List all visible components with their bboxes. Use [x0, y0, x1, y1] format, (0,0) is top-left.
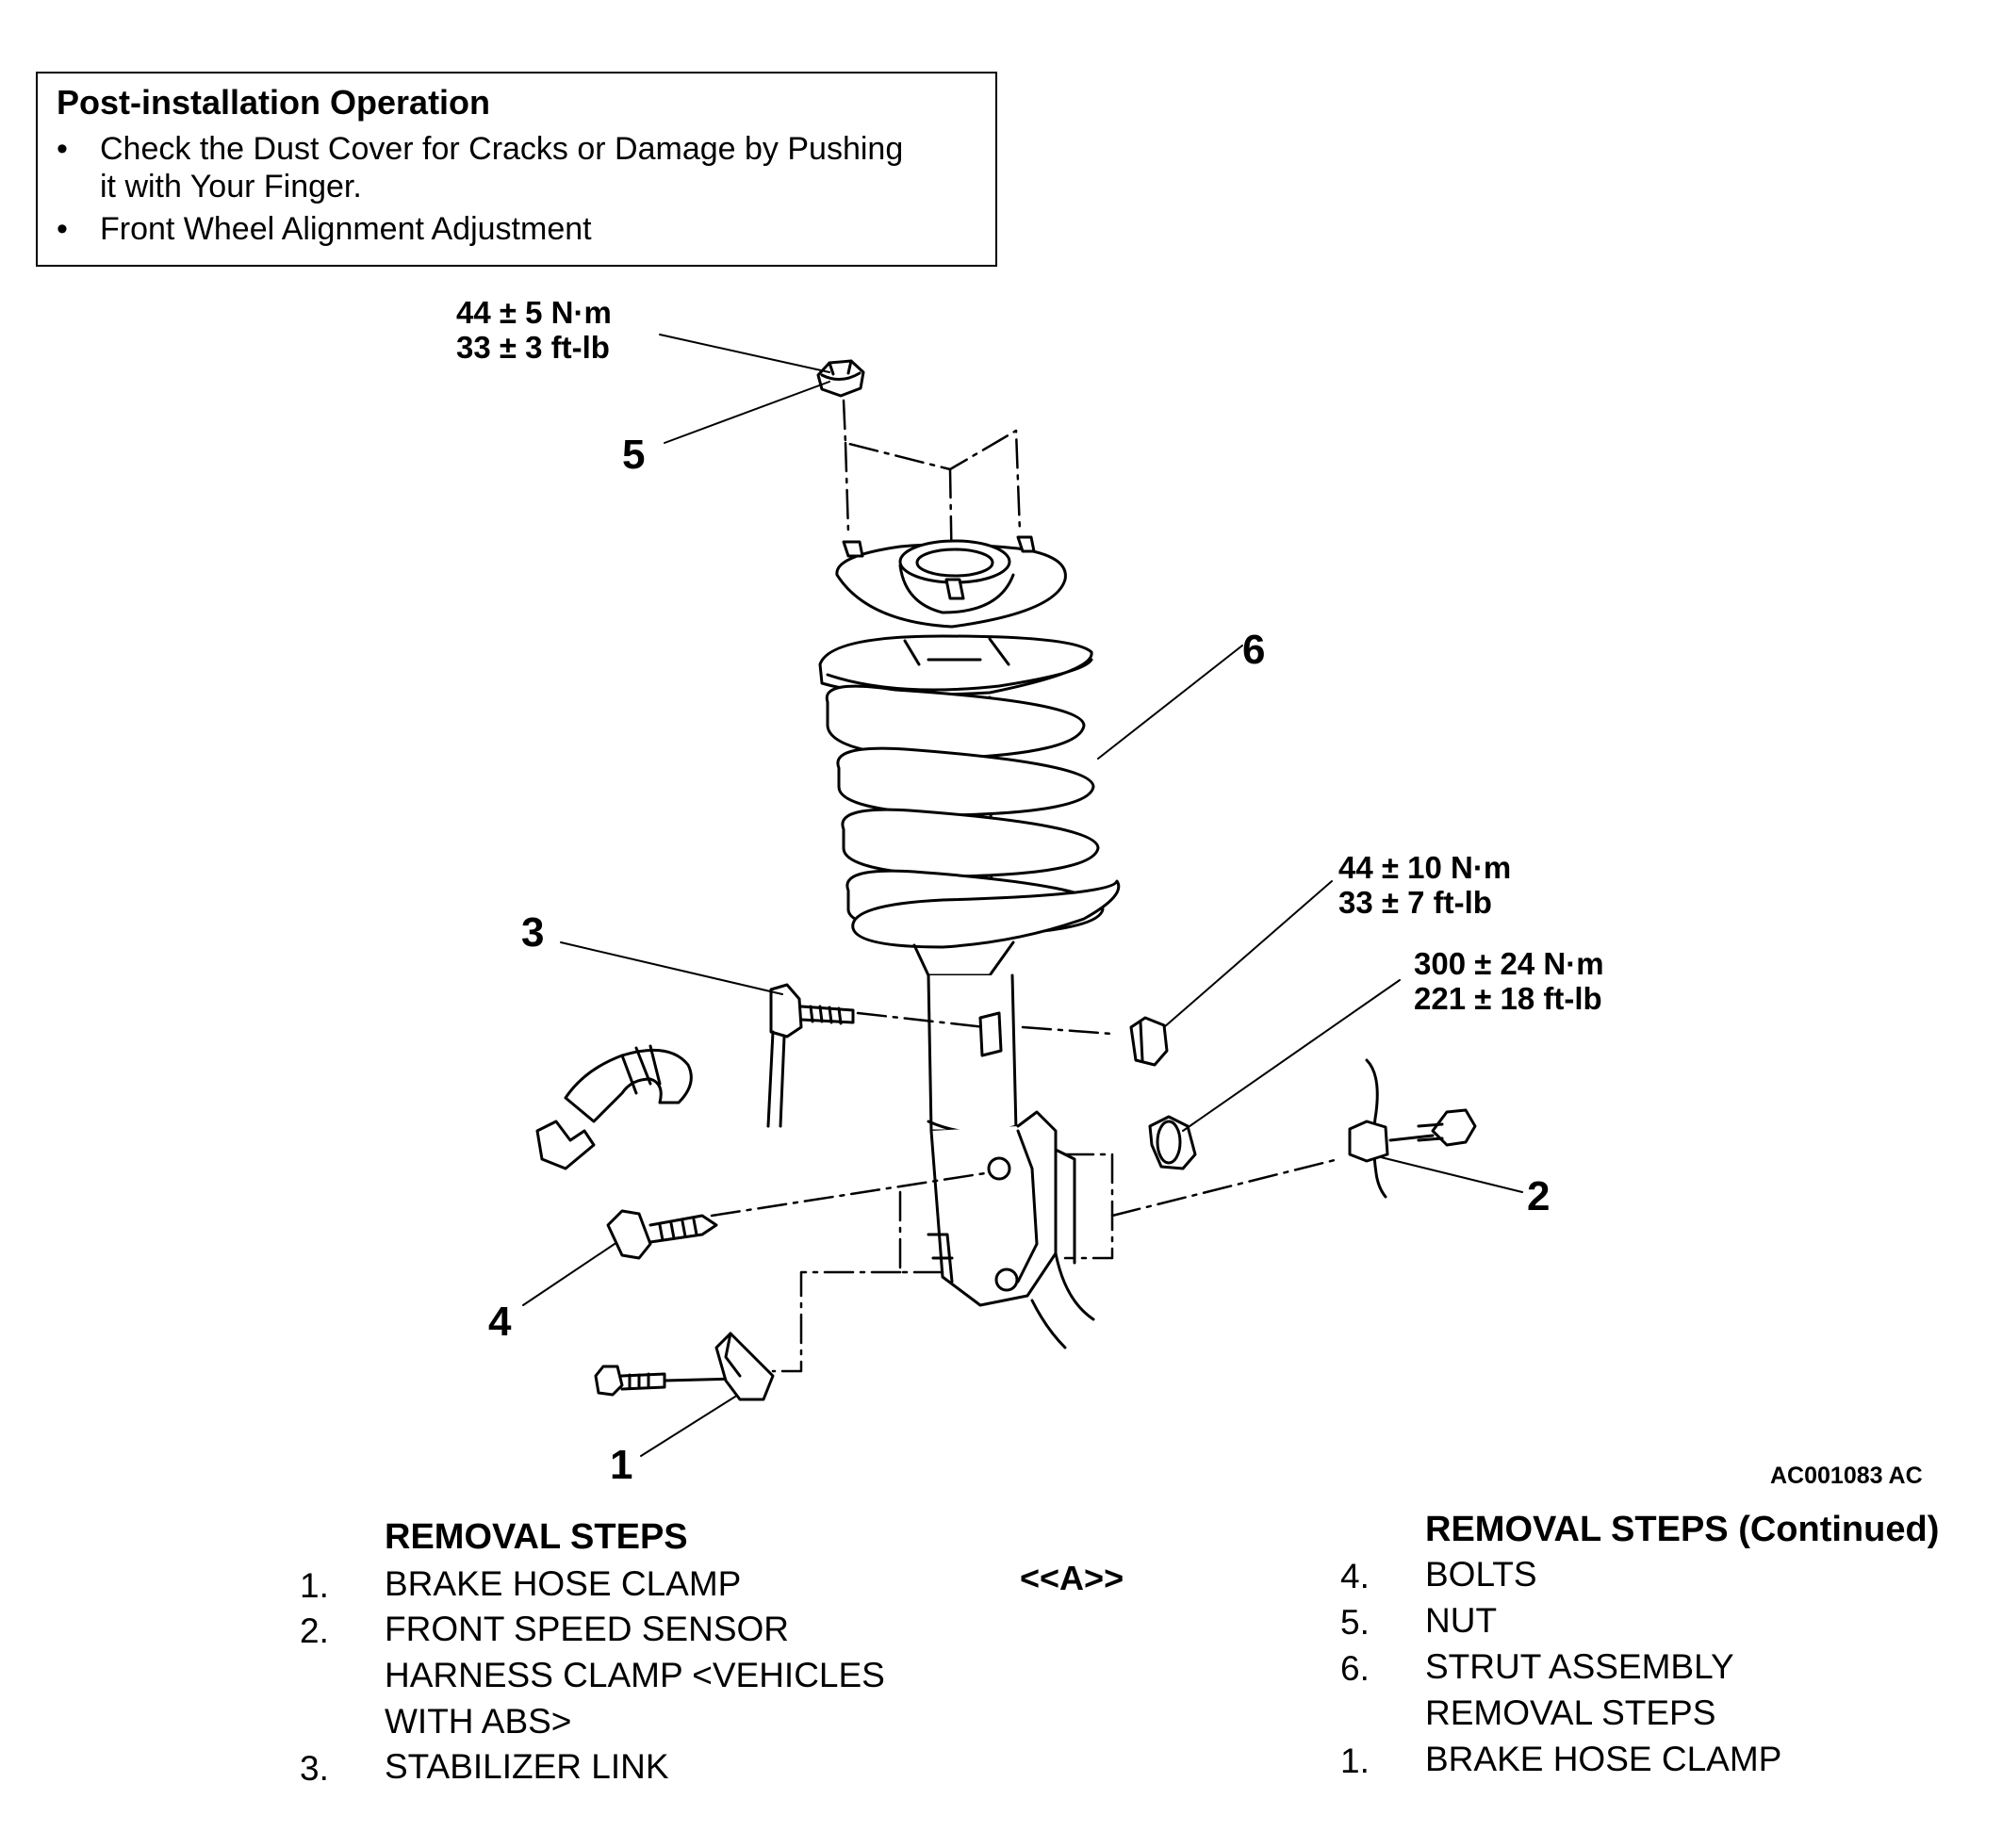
step-text: FRONT SPEED SENSOR HARNESS CLAMP <VEHICL…: [385, 1610, 885, 1741]
clamp-bolt: [594, 1365, 737, 1397]
strut-body: [927, 973, 1095, 1349]
figure-code: AC001083 AC: [1770, 1463, 1923, 1489]
upper-mount: [835, 535, 1067, 629]
callout-1: 1: [610, 1442, 633, 1488]
callout-4: 4: [488, 1299, 512, 1345]
stabilizer-link: [766, 983, 855, 1128]
torque-label-nut: 44 ± 5 N·m 33 ± 3 ft-lb: [456, 295, 612, 365]
torque-label-mid: 44 ± 10 N·m 33 ± 7 ft-lb: [1338, 850, 1511, 920]
torque-ftlb: 221 ± 18 ft-lb: [1414, 981, 1602, 1016]
torque-label-lower: 300 ± 24 N·m 221 ± 18 ft-lb: [1414, 946, 1604, 1016]
step-number: 1.: [300, 1566, 329, 1605]
hose-clamp: [714, 1332, 775, 1401]
bolt-guide-lines: [710, 1011, 1340, 1373]
callout-3: 3: [521, 909, 545, 956]
procedure-marker: <<A>>: [1020, 1559, 1124, 1597]
step-text: BRAKE HOSE CLAMP: [385, 1564, 742, 1603]
step-number: 5.: [1340, 1603, 1370, 1642]
post-installation-title: Post-installation Operation: [57, 83, 491, 122]
removal-steps-continued-title: REMOVAL STEPS (Continued): [1425, 1510, 1940, 1549]
flange-nut-upper: [1129, 1016, 1169, 1067]
step-number: 1.: [1340, 1742, 1370, 1780]
torque-nm: 300 ± 24 N·m: [1414, 946, 1604, 981]
post-item-2-line-1: Front Wheel Alignment Adjustment: [100, 211, 592, 247]
step-number: 6.: [1340, 1649, 1370, 1688]
step-text: STABILIZER LINK: [385, 1747, 669, 1786]
step-text: STRUT ASSEMBLY REMOVAL STEPS: [1425, 1647, 1734, 1732]
leader-lines: [522, 334, 1523, 1457]
callout-6: 6: [1242, 627, 1266, 673]
removal-steps-title: REMOVAL STEPS: [385, 1517, 688, 1557]
torque-ftlb: 33 ± 7 ft-lb: [1338, 885, 1492, 920]
callout-2: 2: [1527, 1173, 1551, 1219]
flange-nut-lower: [1148, 1115, 1197, 1170]
post-installation-box: Post-installation Operation • Check the …: [36, 72, 997, 267]
step-text: BOLTS: [1425, 1555, 1537, 1594]
bolt-part: [606, 1209, 718, 1260]
step-text: NUT: [1425, 1601, 1498, 1640]
step-number: 3.: [300, 1749, 329, 1788]
nut-part: [816, 359, 865, 398]
brake-hose: [535, 1044, 693, 1170]
bullet-icon: •: [57, 211, 68, 247]
bullet-icon: •: [57, 131, 68, 167]
torque-nm: 44 ± 10 N·m: [1338, 850, 1512, 885]
callout-5: 5: [622, 432, 646, 478]
torque-nm: 44 ± 5 N·m: [456, 295, 612, 330]
step-number: 4.: [1340, 1557, 1370, 1595]
torque-ftlb: 33 ± 3 ft-lb: [456, 330, 610, 365]
harness-clamp: [1348, 1058, 1477, 1199]
stud-guide-lines: [842, 399, 1022, 581]
post-item-1-line-2: it with Your Finger.: [100, 169, 362, 204]
post-item-1-line-1: Check the Dust Cover for Cracks or Damag…: [100, 131, 904, 167]
step-number: 2.: [300, 1611, 329, 1650]
step-text: BRAKE HOSE CLAMP: [1425, 1740, 1782, 1778]
